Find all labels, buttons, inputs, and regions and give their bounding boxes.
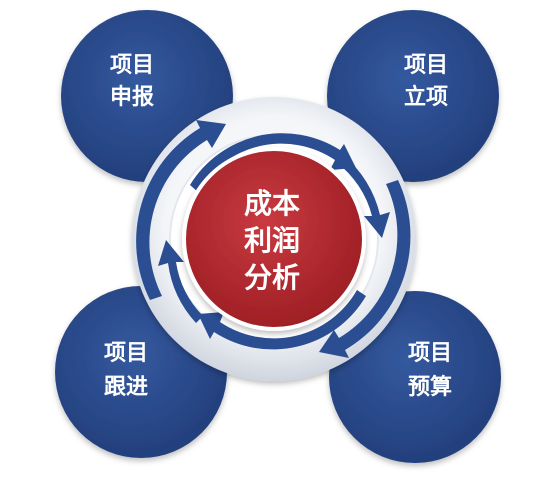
center-node-cost-profit-analysis: 成本 利润 分析 — [182, 147, 366, 331]
center-circle — [182, 147, 366, 331]
node-label-line1: 项目 — [104, 341, 148, 366]
arrow-bottom-icon — [198, 290, 366, 350]
arrow-outer-left-icon — [136, 120, 226, 300]
arrow-left-icon — [158, 240, 203, 323]
cycle-arrows — [136, 120, 411, 358]
node-label-line2: 预算 — [408, 374, 452, 400]
center-label-line2: 利润 — [244, 224, 300, 257]
arrow-top-icon — [190, 133, 356, 192]
node-label-line2: 立项 — [404, 84, 448, 110]
node-label-line2: 跟进 — [104, 375, 148, 400]
node-label-line1: 项目 — [110, 53, 154, 78]
arrow-right-icon — [336, 155, 390, 238]
center-label-line3: 分析 — [244, 261, 300, 294]
center-label-line1: 成本 — [244, 187, 300, 220]
node-label-line1: 项目 — [404, 53, 448, 78]
arrow-outer-right-icon — [319, 180, 411, 358]
node-label-line2: 申报 — [110, 85, 154, 110]
node-label-line1: 项目 — [408, 341, 452, 366]
